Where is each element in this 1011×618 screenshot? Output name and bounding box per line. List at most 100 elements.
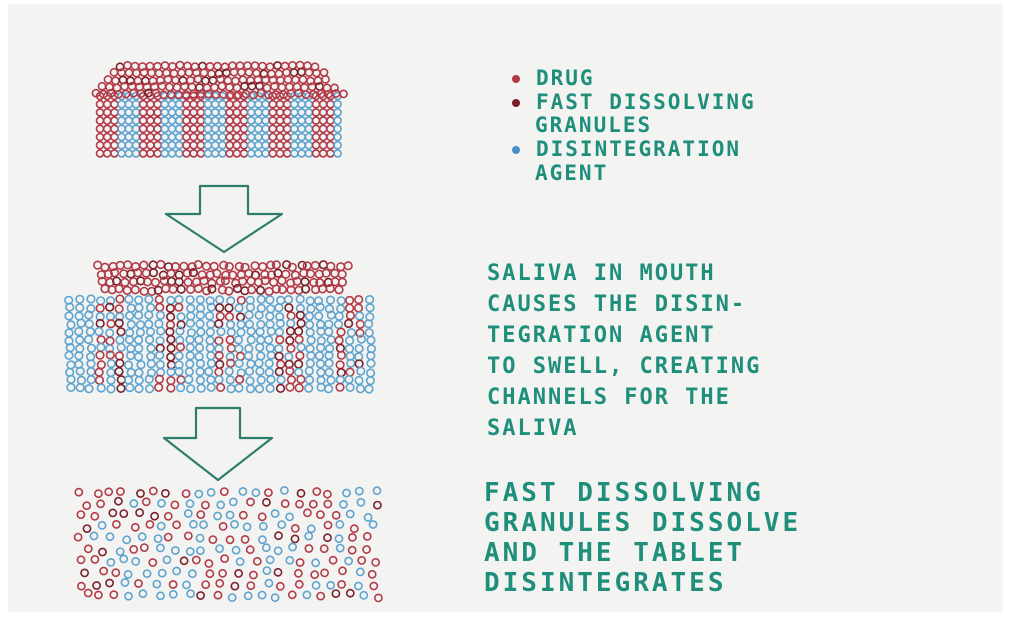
tablet-particle — [154, 150, 161, 157]
tablet-particle — [169, 117, 176, 124]
tablet-particle — [266, 385, 274, 393]
legend-label-granules: FAST DISSOLVING — [536, 90, 756, 115]
tablet-particle — [202, 77, 209, 84]
tablet-particle — [167, 313, 175, 321]
tablet-particle — [115, 498, 122, 505]
tablet-particle — [125, 295, 133, 303]
tablet-particle — [97, 101, 104, 108]
tablet-particle — [155, 384, 163, 392]
tablet-particle — [325, 328, 333, 336]
tablet-particle — [335, 535, 342, 542]
tablet-particle — [324, 491, 331, 498]
tablet-particle — [215, 337, 223, 345]
tablet-particle — [217, 313, 225, 321]
tablet-particle — [77, 556, 84, 563]
tablet-particle — [85, 545, 92, 552]
tablet-particle — [185, 532, 192, 539]
tablet-particle — [291, 101, 298, 108]
tablet-particle — [346, 368, 354, 376]
tablet-particle — [305, 545, 312, 552]
tablet-particle — [206, 570, 213, 577]
tablet-particle — [118, 142, 125, 149]
tablet-particle — [97, 150, 104, 157]
tablet-particle — [241, 150, 248, 157]
tablet-particle — [133, 117, 140, 124]
tablet-particle — [241, 142, 248, 149]
tablet-particle — [247, 385, 255, 393]
tablet-particle — [248, 142, 255, 149]
tablet-particle — [272, 594, 279, 601]
tablet-particle — [254, 558, 261, 565]
tablet-particle — [262, 150, 269, 157]
tablet-particle — [370, 582, 377, 589]
tablet-particle — [226, 125, 233, 132]
tablet-particle — [197, 109, 204, 116]
tablet-particle — [334, 125, 341, 132]
tablet-particle — [244, 523, 251, 530]
tablet-particle — [104, 142, 111, 149]
tablet-particle — [205, 560, 212, 567]
tablet-particle — [226, 109, 233, 116]
tablet-particle — [255, 109, 262, 116]
tablet-particle — [305, 109, 312, 116]
tablet-particle — [291, 142, 298, 149]
tablet-particle — [217, 328, 225, 336]
tablet-particle — [345, 557, 352, 564]
tablet-particle — [289, 62, 296, 69]
tablet-particle — [320, 142, 327, 149]
tablet-particle — [369, 571, 376, 578]
tablet-particle — [337, 328, 345, 336]
tablet-particle — [176, 101, 183, 108]
tablet-particle — [75, 534, 82, 541]
tablet-particle — [287, 345, 295, 353]
tablet-particle — [357, 385, 365, 393]
tablet-particle — [104, 150, 111, 157]
tablet-particle — [190, 142, 197, 149]
tablet-particle — [197, 150, 204, 157]
tablet-particle — [115, 368, 123, 376]
tablet-particle — [135, 336, 143, 344]
tablet-particle — [183, 150, 190, 157]
tablet-particle — [116, 352, 124, 360]
tablet-particle — [161, 125, 168, 132]
tablet-particle — [209, 536, 216, 543]
tablet-particle — [196, 535, 203, 542]
tablet-particle — [65, 329, 73, 337]
tablet-particle — [305, 117, 312, 124]
tablet-particle — [76, 296, 84, 304]
tablet-particle — [335, 337, 343, 345]
tablet-particle — [334, 150, 341, 157]
tablet-particle — [287, 327, 295, 335]
tablet-particle — [251, 62, 258, 69]
tablet-particle — [205, 134, 212, 141]
tablet-particle — [320, 150, 327, 157]
tablet-particle — [197, 328, 205, 336]
tablet-particle — [145, 296, 153, 304]
tablet-particle — [265, 336, 273, 344]
tablet-particle — [85, 589, 92, 596]
tablet-particle — [125, 593, 132, 600]
tablet-particle — [186, 352, 194, 360]
tablet-particle — [147, 345, 155, 353]
tablet-particle — [135, 377, 143, 385]
tablet-particle — [296, 352, 304, 360]
tablet-particle — [215, 376, 223, 384]
tablet-particle — [262, 117, 269, 124]
tablet-particle — [149, 261, 157, 269]
tablet-particle — [105, 488, 112, 495]
tablet-particle — [327, 296, 335, 304]
tablet-particle — [137, 361, 145, 369]
tablet-particle — [156, 337, 164, 345]
tablet-particle — [298, 101, 305, 108]
tablet-particle — [216, 361, 224, 369]
tablet-particle — [167, 270, 175, 278]
tablet-particle — [247, 336, 255, 344]
tablet-particle — [288, 376, 296, 384]
tablet-particle — [166, 84, 173, 91]
tablet-particle — [226, 142, 233, 149]
tablet-particle — [225, 304, 233, 312]
tablet-particle — [193, 556, 200, 563]
tablet-particle — [147, 101, 154, 108]
tablet-particle — [272, 510, 279, 517]
tablet-particle — [95, 328, 103, 336]
